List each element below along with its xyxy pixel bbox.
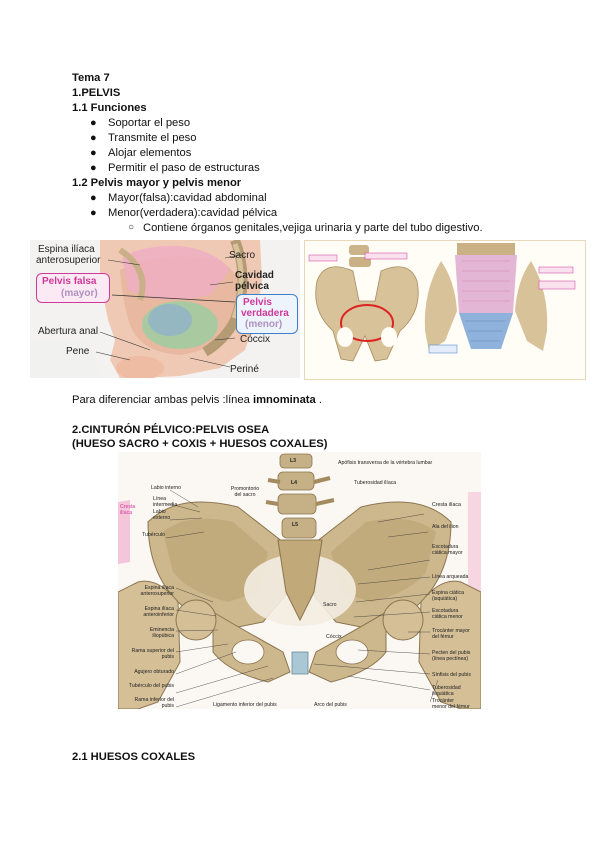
label-promontorio-sacro: Promontorio del sacro — [230, 486, 260, 498]
figure-pelvis-netter: Labio interno Línea intermedia Labio ext… — [118, 452, 481, 709]
label-coccix: Cóccix — [326, 634, 342, 640]
label-espina-iliaca-anteroinferior: Espina ilíaca anteroinferior — [143, 606, 174, 618]
label-sacro: Sacro — [229, 250, 256, 261]
paragraph-diferenciar: Para diferenciar ambas pelvis :línea imn… — [72, 393, 322, 407]
label-tuberculo: Tubérculo — [142, 532, 165, 538]
text-diferenciar-end: . — [315, 394, 322, 406]
label-ligamento-inferior-pubis: Ligamento inferior del pubis — [213, 702, 277, 708]
label-labio-externo: Labio externo — [153, 509, 171, 521]
label-linea-arqueada: Línea arqueada — [432, 574, 469, 580]
label-linea-intermedia: Línea intermedia — [153, 496, 178, 508]
sub-list-item-contiene: Contiene órganos genitales,vejiga urinar… — [143, 222, 483, 234]
label-tuberosidad-isquiatica: Tuberosidad isquiática — [432, 685, 461, 697]
heading-cinturon-pelvico: 2.CINTURÓN PÉLVICO:PELVIS OSEA — [72, 424, 270, 436]
bullet-dot-icon: ● — [90, 147, 97, 159]
label-cresta-iliaca-left: Cresta ilíaca — [120, 504, 136, 516]
label-rama-inferior-pubis: Rama inferior del pubis — [134, 697, 175, 709]
pelvis-sagittal-illustration — [30, 240, 300, 378]
label-pecten-pubis: Pecten del pubis (línea pectínea) — [432, 650, 471, 662]
label-escotadura-ciatica-menor: Escotadura ciática menor — [432, 608, 463, 620]
text-diferenciar: Para diferenciar ambas pelvis :línea — [72, 394, 253, 406]
list-item-mayor: Mayor(falsa):cavidad abdominal — [108, 192, 267, 204]
bullet-dot-icon: ● — [90, 192, 97, 204]
bullet-circle-icon: ○ — [128, 222, 135, 233]
label-menor: (menor) — [245, 319, 283, 330]
label-perine: Periné — [230, 364, 259, 375]
label-agujero-obturado: Agujero obturado — [134, 669, 174, 675]
bullet-dot-icon: ● — [90, 207, 97, 219]
label-ala-ilion: Ala del ilion — [432, 524, 459, 530]
label-escotadura-ciatica-mayor: Escotadura ciática mayor — [432, 544, 463, 556]
list-item: Transmite el peso — [108, 132, 197, 144]
label-pelvis-falsa: Pelvis falsa — [42, 276, 97, 287]
label-tuberculo-pubis: Tubérculo del pubis — [128, 683, 174, 689]
bullet-dot-icon: ● — [90, 117, 97, 129]
label-anterosuperior: anterosuperior — [36, 255, 101, 266]
heading-pelvis: 1.PELVIS — [72, 87, 121, 99]
list-item-menor: Menor(verdadera):cavidad pélvica — [108, 207, 278, 219]
pelvis-falsa-box: Pelvis falsa (mayor) — [36, 273, 110, 303]
label-cavidad: Cavidad — [235, 270, 274, 281]
list-item: Permitir el paso de estructuras — [108, 162, 260, 174]
label-mayor: (mayor) — [61, 288, 98, 299]
label-sacro: Sacro — [323, 602, 337, 608]
label-coccix: Cóccix — [240, 334, 271, 345]
pelvis-verdadera-box: Pelvis verdadera (menor) — [236, 294, 298, 334]
label-vertebra-l4: L4 — [291, 480, 298, 486]
label-arco-pubis: Arco del pubis — [314, 702, 347, 708]
label-espina-iliaca-anterosuperior: Espina ilíaca anterosuperior — [140, 585, 174, 597]
label-verdadera: verdadera — [241, 308, 289, 319]
label-rama-superior-pubis: Rama superior del pubis — [131, 648, 174, 660]
list-item: Soportar el peso — [108, 117, 191, 129]
list-item: Alojar elementos — [108, 147, 192, 159]
label-espina-iliaca: Espina ilíaca — [38, 244, 95, 255]
label-apofisis-transversa: Apófisis transversa de la vértebra lumba… — [338, 460, 433, 466]
label-espina-ciatica: Espina ciática (isquiática) — [432, 590, 465, 602]
heading-cinturon-subtitle: (HUESO SACRO + COXIS + HUESOS COXALES) — [72, 438, 328, 450]
label-trocanter-mayor: Trocánter mayor del fémur — [432, 628, 470, 640]
pelvis-bones-illustration — [118, 452, 481, 709]
label-abertura-anal: Abertura anal — [38, 326, 99, 337]
term-imnominata: imnominata — [252, 394, 316, 406]
heading-mayor-menor: 1.2 Pelvis mayor y pelvis menor — [72, 177, 242, 189]
label-eminencia-iliopubica: Eminencia iliopúbica — [149, 627, 174, 639]
label-pelvica: pélvica — [235, 281, 269, 292]
label-tuberosidad-iliaca: Tuberosidad ilíaca — [354, 480, 397, 486]
label-pene: Pene — [66, 346, 90, 357]
label-trocanter-menor: Trocánter menor del fémur — [432, 698, 470, 709]
bullet-dot-icon: ● — [90, 162, 97, 174]
bullet-dot-icon: ● — [90, 132, 97, 144]
figure-pelvis-sagittal: Espina ilíaca anterosuperior Pelvis fals… — [30, 240, 300, 378]
heading-funciones: 1.1 Funciones — [72, 102, 147, 114]
label-pelvis: Pelvis — [243, 297, 272, 308]
label-labio-interno: Labio interno — [151, 485, 181, 491]
pelvis-frontal-illustration — [305, 241, 585, 379]
heading-huesos-coxales: 2.1 HUESOS COXALES — [72, 751, 196, 763]
label-vertebra-l3: L3 — [290, 458, 297, 464]
label-sinfisis-pubis: Sínfisis del pubis — [432, 672, 471, 678]
label-vertebra-l5: L5 — [292, 522, 299, 528]
figure-pelvis-frontal — [304, 240, 586, 380]
label-cresta-iliaca-right: Cresta ilíaca — [432, 502, 461, 508]
topic-title: Tema 7 — [72, 72, 110, 84]
